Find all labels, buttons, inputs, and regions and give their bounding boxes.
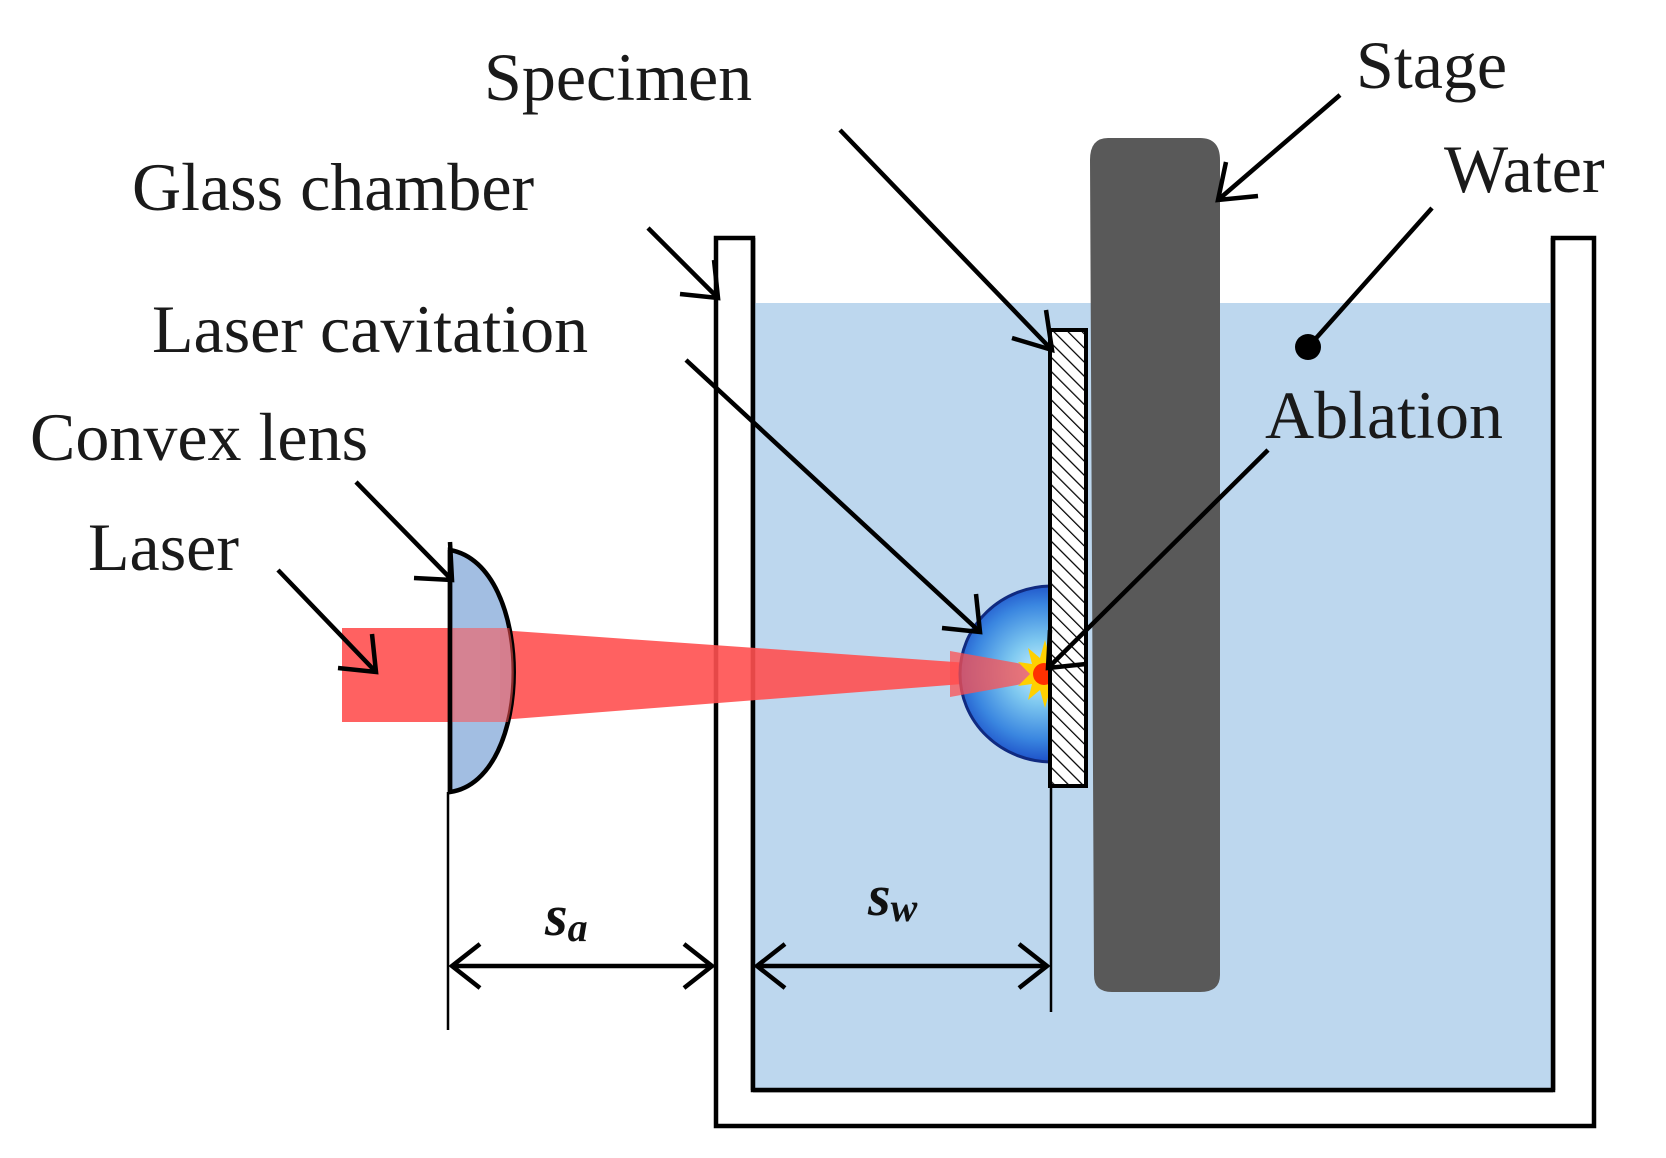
sw-dimension-arrow: [753, 942, 1051, 990]
laser-cavitation-leader-arrow: [684, 358, 983, 635]
laser-beam-in-lens: [450, 628, 514, 722]
convex-lens-leader-arrow: [354, 480, 455, 583]
specimen-label: Specimen: [484, 39, 752, 115]
water-label: Water: [1444, 131, 1605, 207]
sa-dimension-arrow: [448, 942, 716, 990]
glass-chamber-label: Glass chamber: [132, 149, 535, 225]
ablation-label: Ablation: [1265, 377, 1503, 453]
glass-chamber-leader-arrow: [646, 226, 721, 301]
laser-label: Laser: [88, 509, 239, 585]
stage-leader-arrow: [1215, 93, 1342, 203]
laser-cavitation-label: Laser cavitation: [152, 291, 588, 367]
convex-lens-label: Convex lens: [30, 399, 368, 475]
laser-leader-arrow: [276, 568, 379, 675]
specimen-leader-arrow: [838, 128, 1055, 354]
water-leader: [1295, 206, 1434, 360]
sw-label: sw: [867, 863, 918, 930]
specimen-plate: [1048, 328, 1088, 788]
laser-beam-incoming: [342, 628, 455, 722]
stage-label: Stage: [1356, 27, 1507, 103]
laser-cavitation-bubble: [950, 584, 1050, 764]
ablation-leader-arrow: [1045, 448, 1270, 671]
laser-beam-converging: [500, 630, 1040, 720]
sa-label: sa: [544, 883, 588, 950]
